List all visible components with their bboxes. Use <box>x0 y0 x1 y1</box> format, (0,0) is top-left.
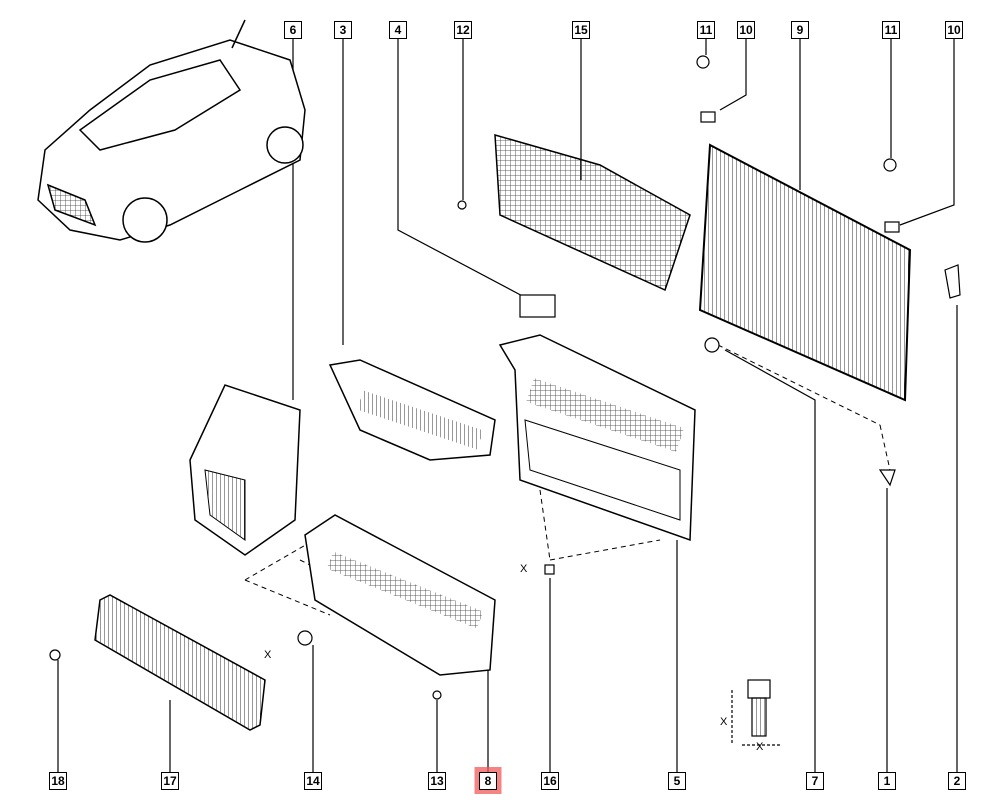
leader-lines <box>57 39 958 772</box>
callout-3[interactable]: 3 <box>334 21 352 39</box>
part-3-ribs <box>356 390 484 450</box>
callout-6[interactable]: 6 <box>284 21 302 39</box>
fasteners <box>49 55 961 700</box>
callout-12[interactable]: 12 <box>454 21 472 39</box>
part-6-duct-opening <box>204 469 246 541</box>
callout-2[interactable]: 2 <box>948 772 966 790</box>
callout-16[interactable]: 16 <box>541 772 559 790</box>
part-17-grille-shutter <box>94 594 266 731</box>
part-9-radiator <box>698 143 912 402</box>
callout-1[interactable]: 1 <box>878 772 896 790</box>
callout-9[interactable]: 9 <box>791 21 809 39</box>
dimension-mark: X <box>520 563 528 575</box>
callout-13[interactable]: 13 <box>428 772 446 790</box>
callout-4[interactable]: 4 <box>389 21 407 39</box>
leader-line <box>899 39 955 226</box>
part-5-frame-ribs <box>526 378 684 452</box>
callout-15[interactable]: 15 <box>572 21 590 39</box>
leader-line <box>724 349 816 772</box>
part-8-ribs <box>326 551 484 629</box>
callout-10[interactable]: 10 <box>945 21 963 39</box>
callout-11[interactable]: 11 <box>882 21 900 39</box>
callout-8[interactable]: 8 <box>479 772 497 790</box>
callout-18[interactable]: 18 <box>49 772 67 790</box>
bolt-dimension-detail <box>731 679 780 746</box>
callout-11[interactable]: 11 <box>697 21 715 39</box>
part-5-frame-opening <box>524 419 681 521</box>
dimension-mark: X <box>264 649 272 661</box>
callout-7[interactable]: 7 <box>806 772 824 790</box>
callout-5[interactable]: 5 <box>668 772 686 790</box>
callout-10[interactable]: 10 <box>737 21 755 39</box>
leader-line <box>719 39 747 111</box>
dimension-mark: X <box>720 716 728 728</box>
part-15-mesh-grille <box>494 133 691 292</box>
dimension-mark: X <box>756 741 764 753</box>
callout-17[interactable]: 17 <box>161 772 179 790</box>
vehicle-illustration <box>37 19 306 243</box>
callout-14[interactable]: 14 <box>304 772 322 790</box>
leader-line <box>397 39 531 301</box>
